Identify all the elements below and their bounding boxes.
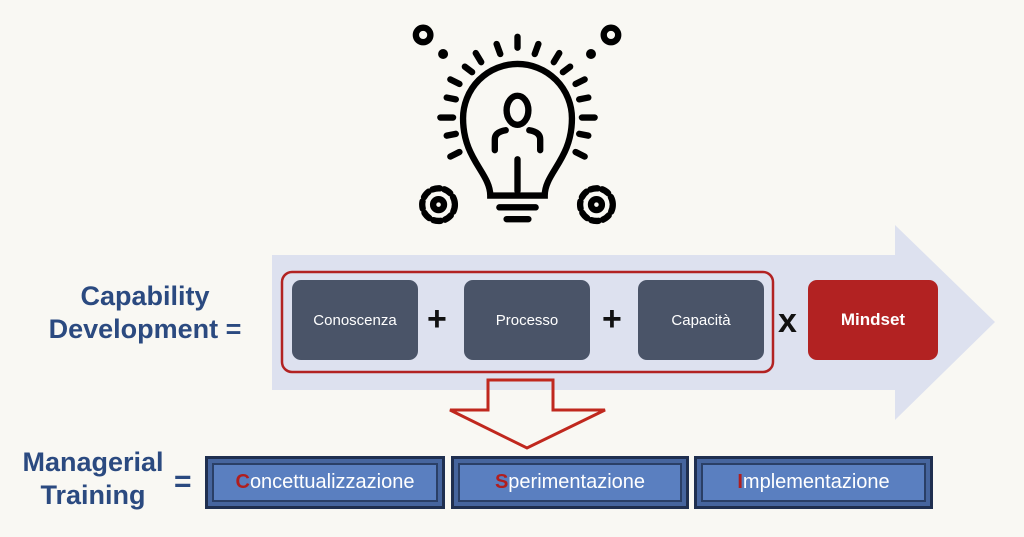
phase-initial: I <box>737 471 743 493</box>
phase-text: oncettualizzazione <box>249 471 415 493</box>
lightbulb-person-gears-icon <box>412 24 622 225</box>
phase-initial: C <box>235 471 250 493</box>
capability-line1: Capability <box>80 281 210 311</box>
training-line2: Training <box>40 480 146 510</box>
times-operator: x <box>778 302 797 340</box>
training-line1: Managerial <box>22 447 164 477</box>
capability-label: Capability Development = <box>25 280 265 346</box>
phase-initial: S <box>494 471 509 493</box>
plus-operator: + <box>602 300 622 338</box>
phase-text: mplementazione <box>742 471 890 493</box>
training-equals: = <box>174 465 192 498</box>
down-arrow <box>449 378 606 450</box>
training-label: Managerial Training <box>8 446 178 512</box>
plus-operator: + <box>427 300 447 338</box>
component-capacita: Capacità <box>638 280 764 360</box>
phase-text: perimentazione <box>508 471 646 493</box>
component-processo: Processo <box>464 280 590 360</box>
mindset-box: Mindset <box>808 280 938 360</box>
capability-line2: Development = <box>48 314 242 344</box>
component-conoscenza: Conoscenza <box>292 280 418 360</box>
